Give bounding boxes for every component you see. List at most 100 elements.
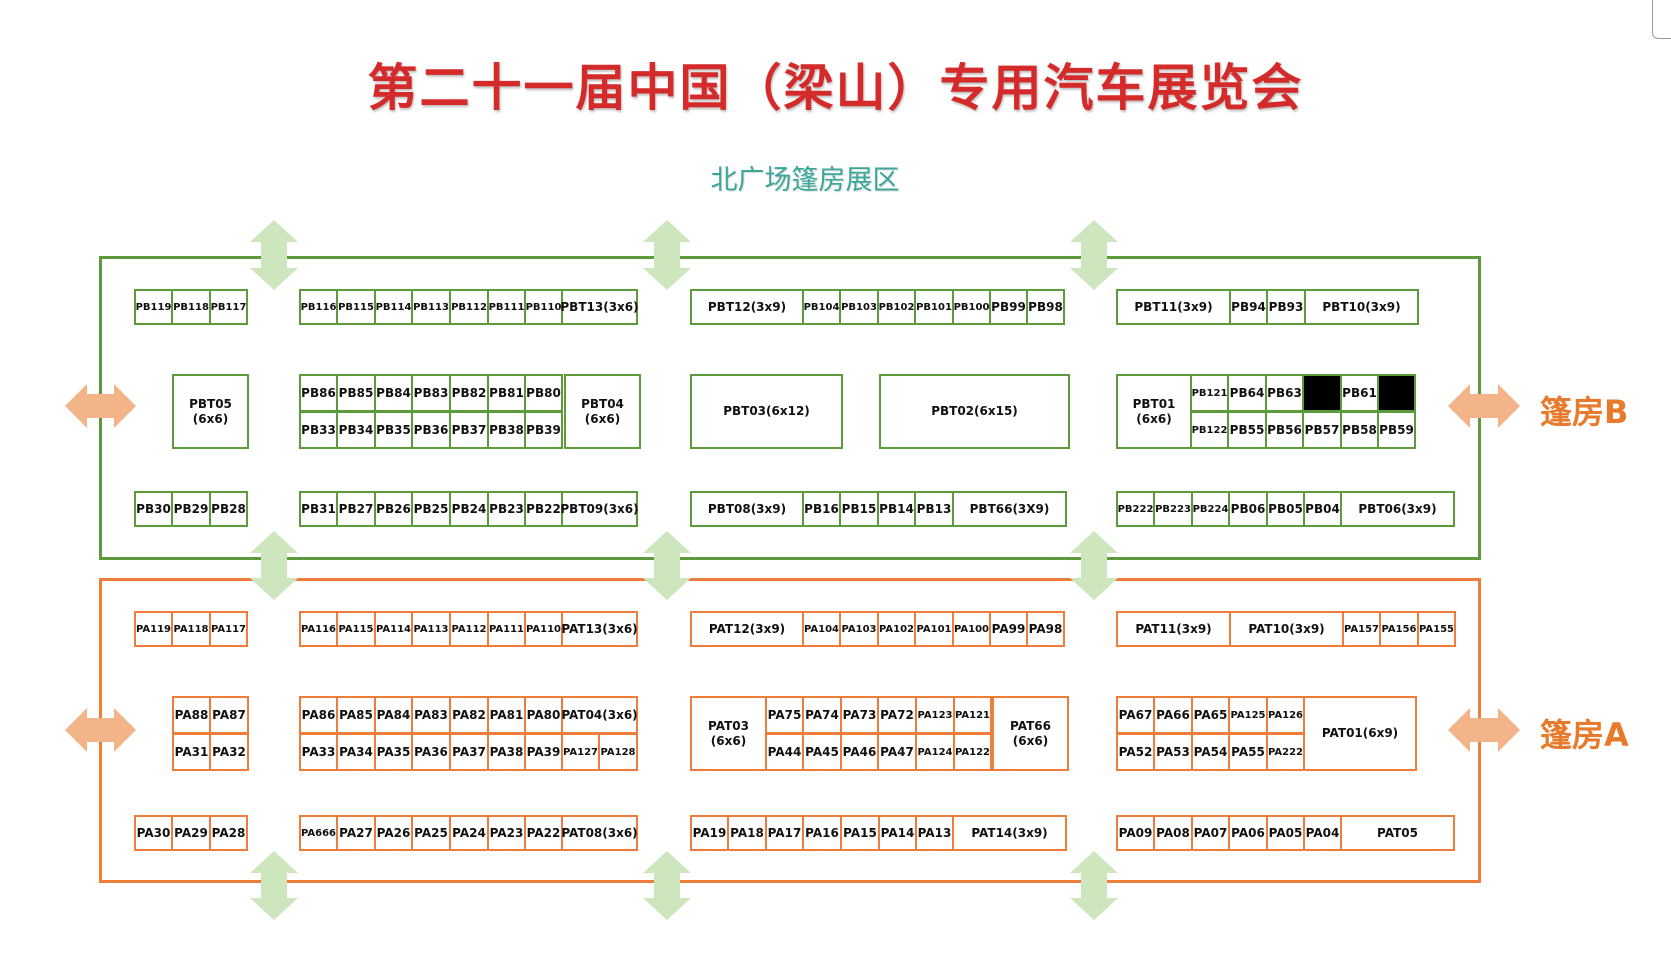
- booth[interactable]: PB224: [1191, 493, 1228, 525]
- booth[interactable]: PB56: [1265, 413, 1302, 447]
- booth-large[interactable]: PBT04 (6x6): [564, 374, 641, 449]
- booth[interactable]: PA35: [374, 735, 411, 769]
- booth[interactable]: PA26: [374, 817, 411, 849]
- booth[interactable]: PA101: [914, 613, 952, 645]
- booth[interactable]: PB110: [524, 291, 561, 323]
- booth[interactable]: PB80: [524, 376, 561, 410]
- booth[interactable]: PA37: [449, 735, 487, 769]
- booth[interactable]: PA24: [449, 817, 487, 849]
- booth[interactable]: PA73: [840, 698, 877, 732]
- booth[interactable]: PA128: [598, 735, 636, 769]
- booth[interactable]: PB117: [209, 291, 246, 323]
- booth[interactable]: PB58: [1340, 413, 1377, 447]
- booth[interactable]: PA87: [209, 698, 247, 732]
- booth[interactable]: PB86: [299, 376, 336, 410]
- booth[interactable]: PB114: [374, 291, 411, 323]
- booth[interactable]: PA126: [1266, 698, 1303, 732]
- booth[interactable]: PA75: [765, 698, 802, 732]
- booth[interactable]: PB82: [449, 376, 487, 410]
- booth[interactable]: PA04: [1303, 817, 1340, 849]
- booth[interactable]: PB23: [487, 493, 524, 525]
- booth[interactable]: PA86: [299, 698, 336, 732]
- booth[interactable]: PBT08(3x9): [690, 493, 802, 525]
- booth[interactable]: PB31: [299, 493, 336, 525]
- booth[interactable]: PA55: [1228, 735, 1266, 769]
- booth[interactable]: PB64: [1227, 376, 1265, 410]
- booth[interactable]: PA54: [1191, 735, 1228, 769]
- booth[interactable]: PA103: [839, 613, 877, 645]
- booth[interactable]: PA08: [1153, 817, 1191, 849]
- booth[interactable]: PB116: [299, 291, 336, 323]
- booth[interactable]: PA104: [802, 613, 839, 645]
- booth[interactable]: PB16: [802, 493, 839, 525]
- booth[interactable]: PB37: [449, 413, 487, 447]
- booth[interactable]: PA124: [915, 735, 953, 769]
- booth[interactable]: PA17: [765, 817, 802, 849]
- booth[interactable]: PA46: [840, 735, 877, 769]
- booth[interactable]: PA19: [690, 817, 727, 849]
- booth[interactable]: PB06: [1228, 493, 1266, 525]
- booth[interactable]: PA14: [878, 817, 915, 849]
- booth[interactable]: PB13: [914, 493, 952, 525]
- booth-large[interactable]: PBT01 (6x6): [1116, 374, 1192, 449]
- booth[interactable]: PB222: [1116, 493, 1153, 525]
- booth[interactable]: PA82: [449, 698, 487, 732]
- booth[interactable]: PB101: [914, 291, 952, 323]
- booth[interactable]: PB22: [524, 493, 561, 525]
- booth[interactable]: PB14: [877, 493, 914, 525]
- booth[interactable]: PA123: [915, 698, 953, 732]
- booth[interactable]: PB38: [487, 413, 524, 447]
- booth[interactable]: PA114: [374, 613, 411, 645]
- booth-large[interactable]: PAT01(6x9): [1303, 696, 1417, 771]
- booth[interactable]: PB81: [487, 376, 524, 410]
- booth[interactable]: PA110: [524, 613, 561, 645]
- booth[interactable]: PB34: [336, 413, 374, 447]
- booth[interactable]: PB93: [1266, 291, 1304, 323]
- booth[interactable]: PBT06(3x9): [1340, 493, 1453, 525]
- booth[interactable]: PA222: [1266, 735, 1303, 769]
- booth[interactable]: PA99: [989, 613, 1026, 645]
- booth[interactable]: PA666: [299, 817, 336, 849]
- booth[interactable]: PA05: [1266, 817, 1303, 849]
- booth-large[interactable]: PBT02(6x15): [879, 374, 1070, 449]
- booth[interactable]: PA119: [134, 613, 171, 645]
- booth[interactable]: [1377, 376, 1414, 410]
- booth[interactable]: PA155: [1417, 613, 1454, 645]
- booth[interactable]: PA36: [411, 735, 449, 769]
- booth[interactable]: PB30: [134, 493, 171, 525]
- booth[interactable]: PAT10(3x9): [1229, 613, 1342, 645]
- booth[interactable]: PB122: [1190, 413, 1227, 447]
- booth[interactable]: PA121: [953, 698, 990, 732]
- booth[interactable]: PA127: [561, 735, 598, 769]
- booth[interactable]: PA45: [802, 735, 840, 769]
- booth[interactable]: PB55: [1227, 413, 1265, 447]
- booth[interactable]: PA66: [1153, 698, 1191, 732]
- booth[interactable]: PAT13(3x6): [561, 613, 638, 645]
- booth[interactable]: PA27: [336, 817, 374, 849]
- booth[interactable]: PB119: [134, 291, 171, 323]
- booth[interactable]: PA113: [411, 613, 449, 645]
- booth[interactable]: PA65: [1191, 698, 1228, 732]
- booth[interactable]: PA22: [524, 817, 561, 849]
- booth[interactable]: PA15: [840, 817, 878, 849]
- booth[interactable]: PBT13(3x6): [560, 291, 639, 323]
- booth[interactable]: PA23: [487, 817, 524, 849]
- booth-large[interactable]: PBT05 (6x6): [172, 374, 249, 449]
- booth[interactable]: PA88: [172, 698, 209, 732]
- booth[interactable]: PAT08(3x6): [561, 817, 638, 849]
- booth[interactable]: PA156: [1379, 613, 1417, 645]
- booth[interactable]: PB84: [374, 376, 411, 410]
- booth-large[interactable]: PAT66 (6x6): [992, 696, 1069, 771]
- booth[interactable]: PA102: [877, 613, 914, 645]
- booth[interactable]: PB63: [1265, 376, 1302, 410]
- booth[interactable]: PA31: [172, 735, 209, 769]
- booth[interactable]: PB121: [1190, 376, 1227, 410]
- booth[interactable]: PBT10(3x9): [1304, 291, 1417, 323]
- booth[interactable]: PB103: [839, 291, 877, 323]
- booth[interactable]: PA98: [1026, 613, 1063, 645]
- booth[interactable]: PB61: [1340, 376, 1377, 410]
- booth[interactable]: PA122: [953, 735, 990, 769]
- booth[interactable]: PA67: [1116, 698, 1153, 732]
- booth[interactable]: PA34: [336, 735, 374, 769]
- booth[interactable]: PB35: [374, 413, 411, 447]
